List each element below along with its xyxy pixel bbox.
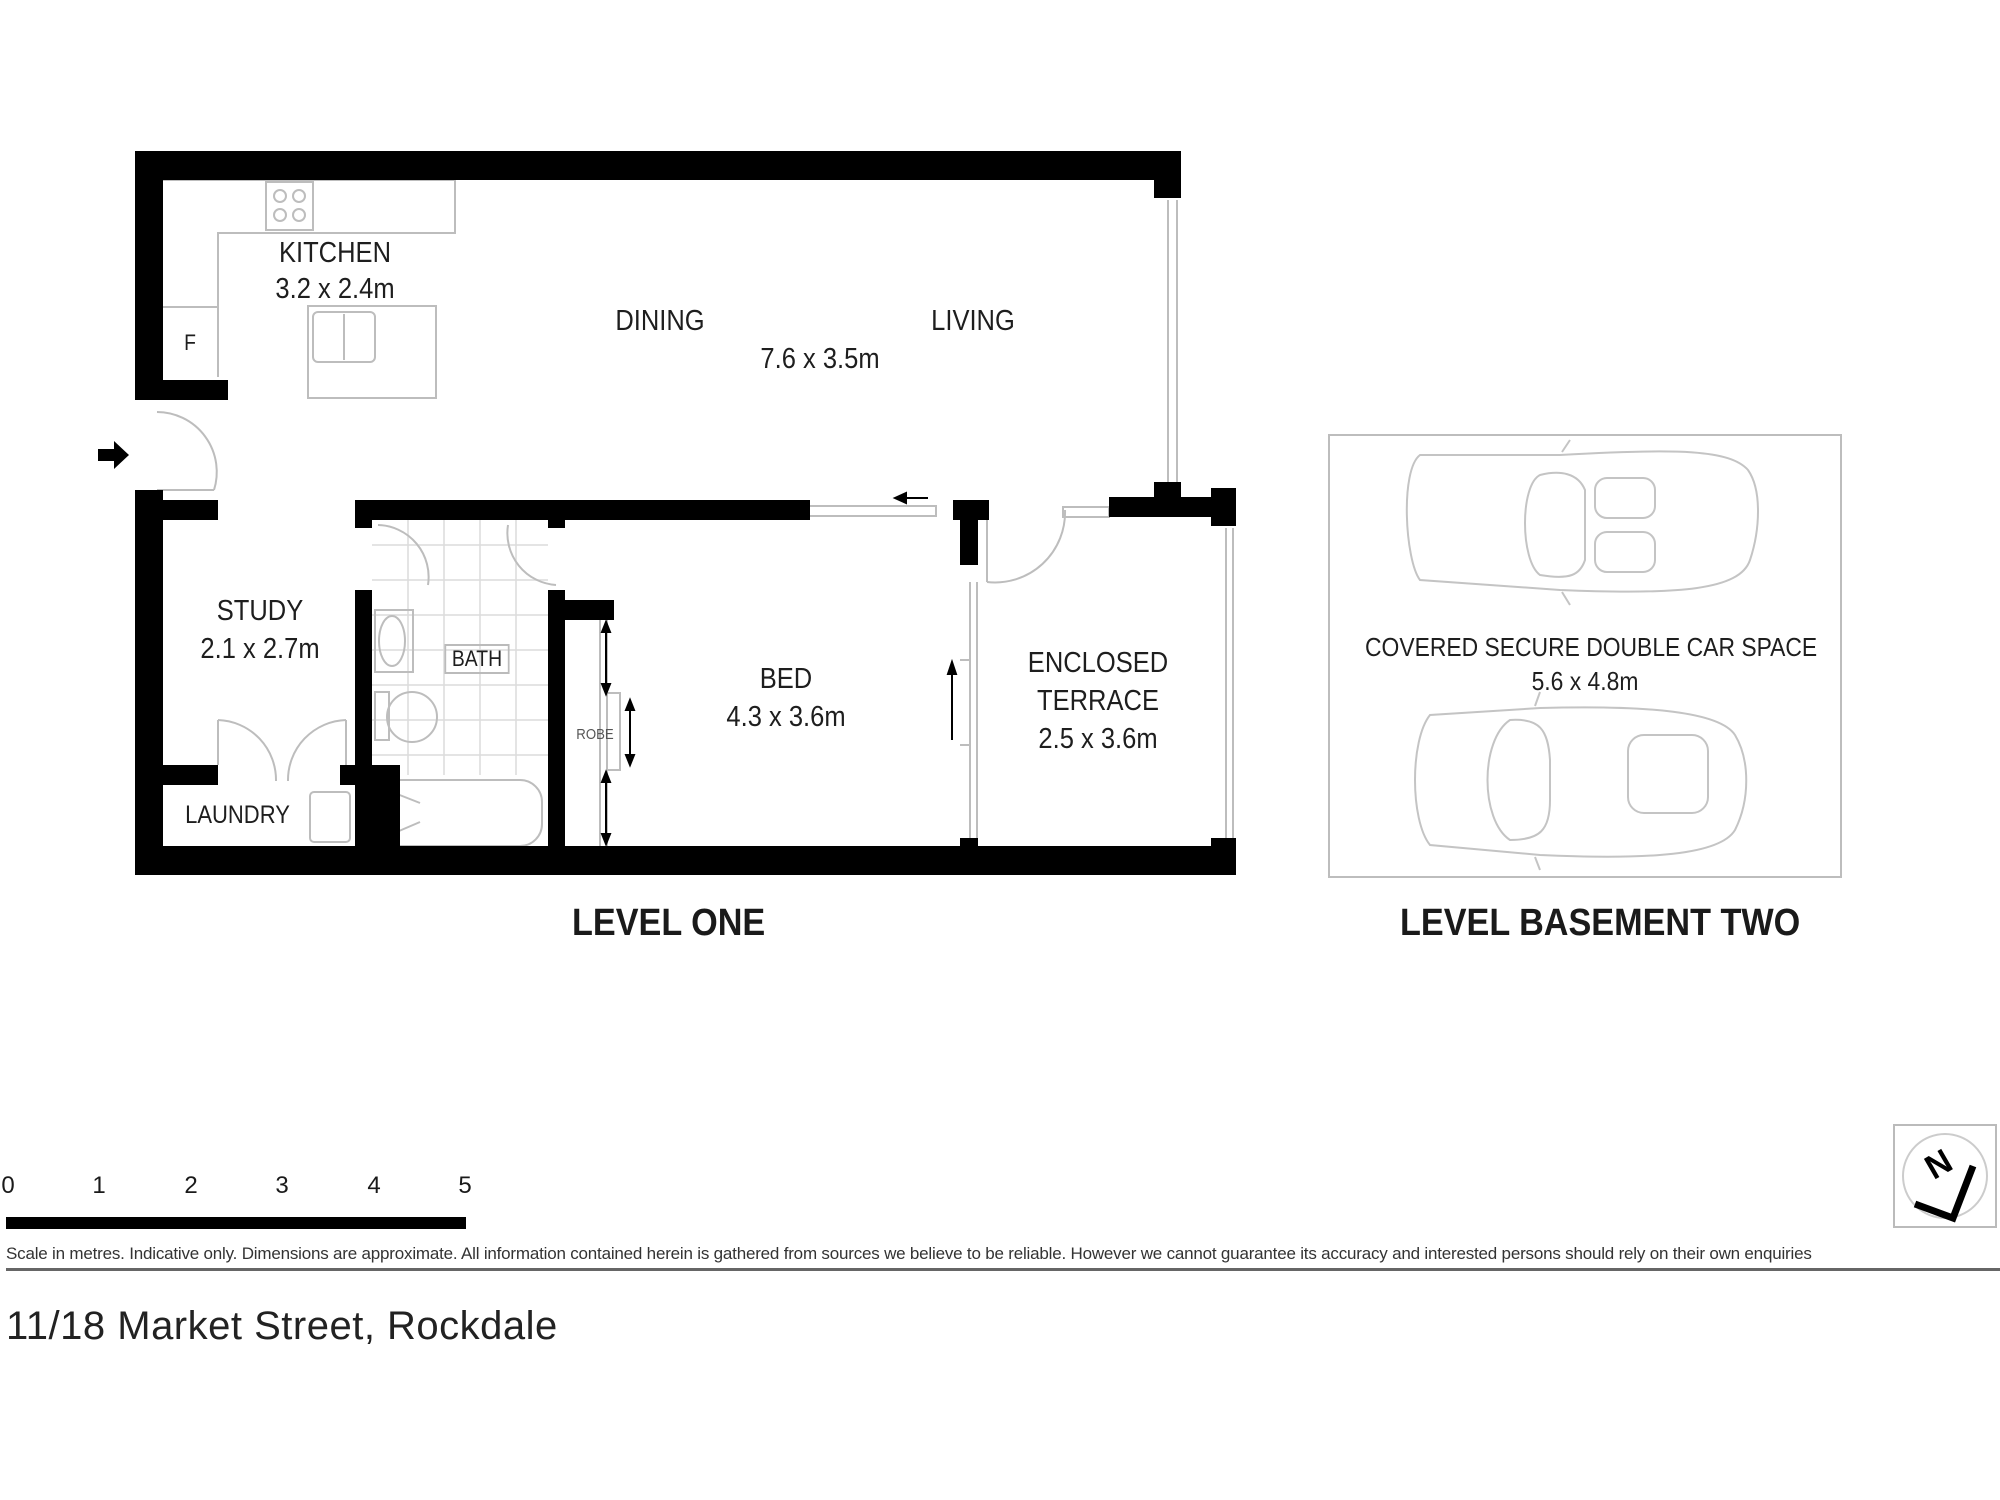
wall-bottom <box>135 846 1236 875</box>
wall-terrace-top <box>1109 497 1236 517</box>
wall-terrace-pier <box>960 500 978 565</box>
scale-tick: 4 <box>367 1172 381 1199</box>
wall-bath-pier-right <box>548 500 565 528</box>
scale-bar <box>6 1217 466 1229</box>
car-icon <box>1405 439 1759 606</box>
room-label-living: LIVING <box>931 305 1015 337</box>
room-dims-terrace: 2.5 x 3.6m <box>1038 723 1158 755</box>
wall-study-top <box>135 500 218 520</box>
arrow-right-icon <box>98 441 129 469</box>
toilet-icon <box>386 691 438 743</box>
room-label-enclosed: ENCLOSED <box>1027 647 1169 679</box>
car-icon <box>1414 691 1748 871</box>
car-space-dims: 5.6 x 4.8m <box>1531 666 1639 696</box>
basement-title: LEVEL BASEMENT TWO <box>1400 902 1801 944</box>
room-label-laundry: LAUNDRY <box>185 801 290 829</box>
wall-left-lower <box>135 490 163 875</box>
room-dims-bed: 4.3 x 3.6m <box>726 701 846 733</box>
bath-door-swing-right <box>506 524 557 586</box>
room-label-kitchen: KITCHEN <box>278 237 392 269</box>
wall-bed-top <box>355 500 810 520</box>
wall-terrace-pier-bottom <box>960 838 978 853</box>
entry-door-swing <box>156 411 218 491</box>
room-dims-study: 2.1 x 2.7m <box>200 633 320 665</box>
property-address: 11/18 Market Street, Rockdale <box>6 1304 558 1348</box>
sink-icon <box>312 311 376 363</box>
scale-tick: 2 <box>184 1172 198 1199</box>
car-space-outline <box>1328 434 1842 878</box>
wall-robe-top <box>548 600 614 620</box>
wall-terrace-corner <box>1211 488 1236 526</box>
kitchen-bench <box>163 179 456 377</box>
scale-tick: 1 <box>92 1172 106 1199</box>
wall-bath-pier-left <box>355 500 372 528</box>
svg-text:N: N <box>1919 1142 1959 1187</box>
room-label-study: STUDY <box>216 595 304 627</box>
room-label-robe: ROBE <box>576 726 614 743</box>
room-label-dining: DINING <box>615 305 705 337</box>
toilet-cistern <box>374 691 390 741</box>
laundry-door-right <box>286 719 347 782</box>
cooktop-icon <box>265 181 314 231</box>
wall-top <box>135 151 1181 180</box>
wall-top-right-pier <box>1154 151 1181 198</box>
laundry-door-left <box>217 719 278 782</box>
wall-fridge-return <box>135 380 228 400</box>
wall-laundry-stub <box>340 765 358 785</box>
bath-door-swing-left <box>377 524 430 586</box>
wall-left-upper <box>135 151 163 391</box>
scale-tick: 0 <box>1 1172 15 1199</box>
room-label-terrace: TERRACE <box>1037 685 1159 717</box>
compass-box: N <box>1893 1124 1997 1228</box>
north-arrow-icon: N <box>1902 1133 1988 1223</box>
scale-tick: 5 <box>458 1172 472 1199</box>
room-label-bath: BATH <box>444 644 510 675</box>
scale-tick: 3 <box>275 1172 289 1199</box>
room-dims-dining-living: 7.6 x 3.5m <box>760 343 880 375</box>
room-dims-kitchen: 3.2 x 2.4m <box>275 273 395 305</box>
room-label-bed: BED <box>759 663 813 695</box>
wall-bath-right <box>548 590 565 850</box>
car-space-label: COVERED SECURE DOUBLE CAR SPACE <box>1365 632 1818 662</box>
fridge-label: F <box>184 330 196 355</box>
kitchen-island <box>307 305 437 399</box>
wall-bath-laundry-block <box>355 765 400 850</box>
wall-living-corner <box>1154 482 1181 502</box>
wall-laundry-top <box>135 765 218 785</box>
disclaimer-text: Scale in metres. Indicative only. Dimens… <box>6 1244 2000 1271</box>
vanity <box>374 609 414 673</box>
level-one-title: LEVEL ONE <box>572 902 766 944</box>
wall-terrace-corner-bottom <box>1211 838 1236 858</box>
laundry-tub-icon <box>309 791 351 843</box>
